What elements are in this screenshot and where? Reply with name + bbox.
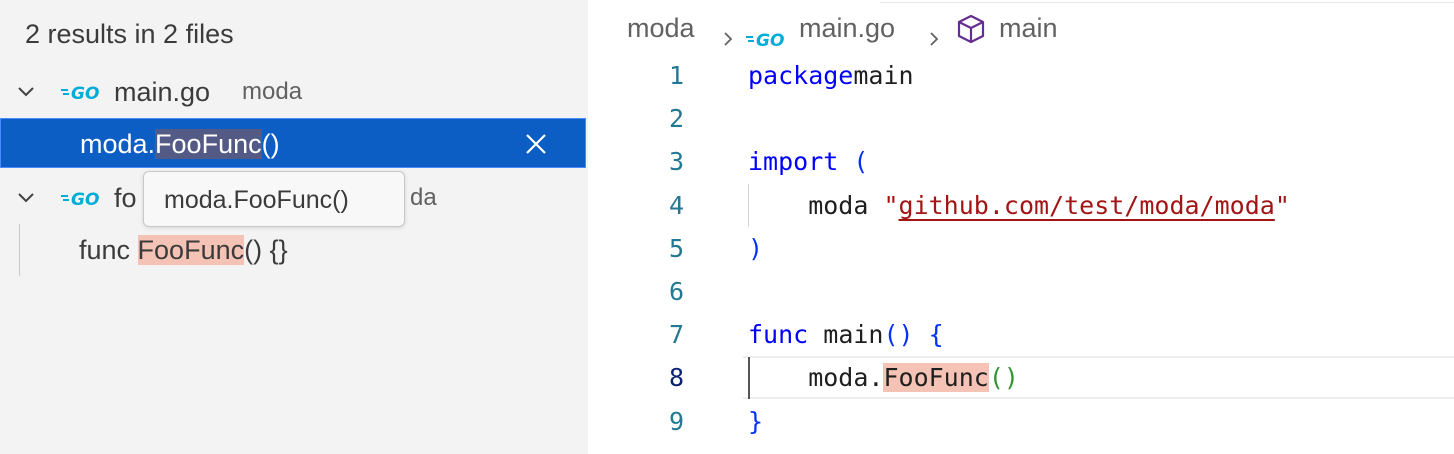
reference-highlight: FooFunc [883, 363, 989, 392]
current-line-highlight [743, 356, 1454, 399]
code-token: main [808, 320, 884, 349]
file-name: fo [114, 183, 137, 213]
line-number: 7 [668, 320, 684, 349]
string-literal: github.com/test/moda/moda [898, 191, 1275, 220]
code-line[interactable]: 6 [588, 270, 1454, 313]
reference-item[interactable]: func FooFunc() {} [0, 224, 588, 276]
file-row-foo-go[interactable]: GO fo da [0, 172, 588, 224]
go-file-icon: GO [745, 20, 791, 60]
chevron-down-icon[interactable] [14, 186, 38, 210]
code-token: ( [853, 147, 869, 176]
code-text: moda "github.com/test/moda/moda" [748, 184, 1290, 227]
file-name: main.go [114, 77, 211, 107]
code-token: () [883, 320, 914, 349]
package-symbol-icon [955, 13, 987, 56]
code-token [838, 147, 853, 176]
svg-text:GO: GO [756, 31, 784, 49]
code-text: packagemain [748, 54, 914, 97]
line-number: 6 [668, 277, 684, 306]
indent-guide [748, 184, 749, 227]
keyword: func [748, 320, 809, 349]
code-line[interactable]: 3 import ( [588, 140, 1454, 183]
file-folder: da [410, 184, 437, 211]
line-number: 1 [668, 61, 684, 90]
chevron-right-icon [719, 19, 737, 59]
match-highlight: FooFunc [155, 129, 262, 159]
breadcrumb-symbol[interactable]: main [999, 13, 1058, 43]
line-number: 8 [668, 363, 684, 392]
go-file-icon: GO [61, 190, 99, 208]
code-token: { [928, 320, 944, 349]
indent-guide-active [748, 357, 750, 399]
line-number: 3 [668, 147, 684, 176]
code-line[interactable]: 1 packagemain [588, 54, 1454, 97]
code-line[interactable]: 9} [588, 400, 1454, 443]
references-panel: 2 results in 2 files GO main.go moda mod… [0, 0, 588, 454]
reference-text: moda.FooFunc() [80, 129, 280, 159]
reference-text: func FooFunc() {} [79, 235, 288, 265]
file-folder: moda [242, 78, 303, 105]
code-text: func main() { [748, 313, 944, 356]
chevron-down-icon[interactable] [14, 80, 38, 104]
code-token: " [883, 191, 899, 220]
tree-indent-guide [19, 224, 20, 276]
code-token: ) [748, 234, 764, 263]
chevron-right-icon [925, 19, 943, 59]
line-number: 5 [668, 234, 684, 263]
results-summary: 2 results in 2 files [25, 19, 234, 49]
code-line[interactable]: 5) [588, 227, 1454, 270]
code-text: moda.FooFunc() [748, 356, 1019, 399]
hover-tooltip: moda.FooFunc() [143, 171, 405, 227]
code-token: main [853, 61, 914, 90]
breadcrumb-folder[interactable]: moda [627, 13, 695, 43]
file-row-main-go[interactable]: GO main.go moda [0, 66, 588, 118]
keyword: import [748, 147, 839, 176]
code-line[interactable]: 7 func main() { [588, 313, 1454, 356]
close-icon[interactable] [521, 129, 551, 159]
code-text: } [748, 400, 763, 443]
code-token: () [988, 363, 1019, 392]
divider [880, 2, 1454, 3]
code-line[interactable]: 2 [588, 97, 1454, 140]
code-token: } [748, 407, 764, 436]
svg-text:GO: GO [71, 190, 99, 208]
code-line[interactable]: 8 moda.FooFunc() [588, 356, 1454, 399]
go-file-icon: GO [61, 84, 99, 102]
code-token: " [1274, 191, 1290, 220]
line-number: 2 [668, 104, 684, 133]
reference-item-selected[interactable]: moda.FooFunc() [0, 118, 586, 168]
line-number: 9 [668, 407, 684, 436]
code-text: import ( [748, 140, 868, 183]
code-token [914, 320, 929, 349]
keyword: package [748, 61, 854, 90]
code-text: ) [748, 227, 763, 270]
code-line[interactable]: 4 moda "github.com/test/moda/moda" [588, 184, 1454, 227]
code-token: moda [748, 191, 884, 220]
line-number: 4 [668, 191, 684, 220]
svg-text:GO: GO [71, 84, 99, 102]
breadcrumb-file[interactable]: main.go [799, 13, 896, 43]
match-highlight: FooFunc [137, 235, 245, 265]
code-token: moda. [748, 363, 884, 392]
